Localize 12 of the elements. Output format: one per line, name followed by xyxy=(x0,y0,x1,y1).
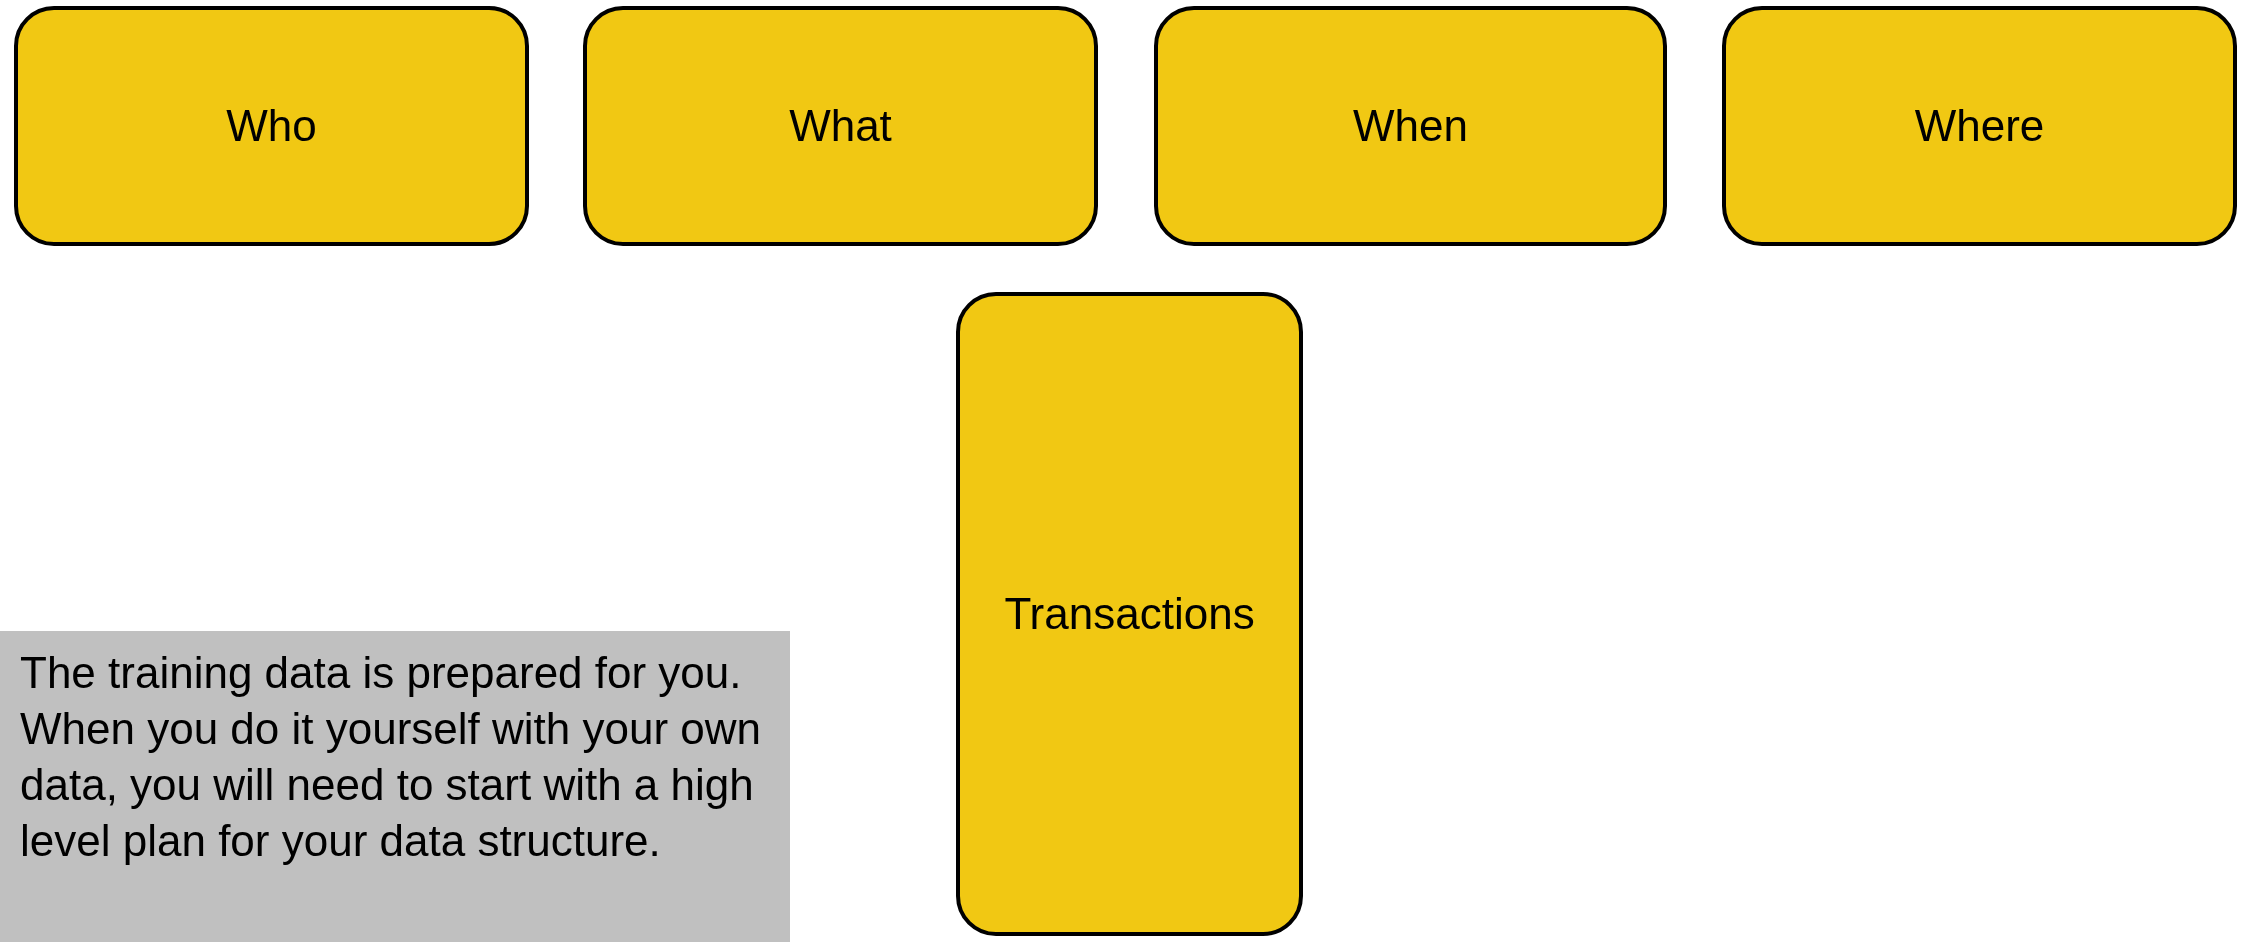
entity-label: Who xyxy=(226,101,317,151)
entity-label: What xyxy=(789,101,892,151)
entity-box xyxy=(1154,6,1667,246)
entity-label: Transactions xyxy=(1004,589,1255,639)
entity-box xyxy=(14,6,529,246)
note-text: The training data is prepared for you. When you do it yourself with your own data, you will need to start with a high level plan for your data structure. xyxy=(20,647,763,867)
entity-box xyxy=(956,292,1303,936)
note-panel xyxy=(0,631,790,942)
entity-box xyxy=(583,6,1098,246)
entity-label: When xyxy=(1353,101,1468,151)
entity-box xyxy=(1722,6,2237,246)
entity-label: Where xyxy=(1914,101,2045,151)
